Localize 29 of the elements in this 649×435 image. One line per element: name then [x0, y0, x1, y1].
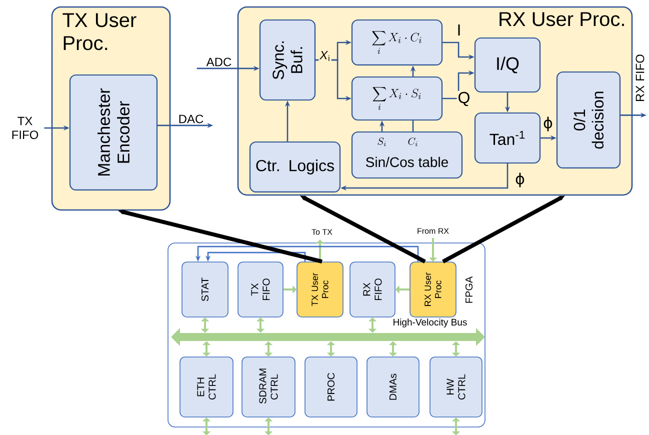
block-box: RX User Proc — [410, 262, 456, 318]
process-box: Manchester Encoder — [69, 74, 158, 191]
signal-label: TX FIFO — [12, 116, 38, 140]
block-box: RX FIFO — [350, 262, 396, 318]
block-box: PROC — [304, 356, 358, 418]
edge-label: ϕ — [514, 172, 526, 188]
sum-box: $\sum_{i} X_i \cdot S_i$ — [351, 76, 443, 121]
edge-label: To TX — [310, 228, 334, 236]
process-box: Tan$^{-1}$ — [474, 112, 541, 164]
process-box: 0/1 decision — [556, 71, 621, 169]
process-box: Sync. Buf. — [259, 19, 316, 101]
signal-label: ADC — [206, 58, 232, 66]
edge-label: X$_{i}$ — [318, 50, 332, 62]
process-box: I/Q — [474, 37, 541, 93]
block-box: HW CTRL — [430, 356, 482, 418]
node-label: High-Velocity Bus — [394, 318, 467, 328]
edge-label: ϕ — [542, 116, 554, 132]
sum-box: $\sum_{i} X_i \cdot C_i$ — [351, 19, 443, 66]
process-box: Ctr. Logics — [249, 141, 341, 193]
signal-label: DAC — [179, 114, 204, 124]
table-box: $S_i$ $C_i$ Sin/Cos table — [351, 131, 463, 179]
block-box: TX User Proc — [296, 262, 344, 318]
block-box: ETH CTRL — [180, 356, 234, 418]
signal-label: RX FIFO — [636, 54, 644, 101]
block-box: TX FIFO — [238, 262, 284, 318]
block-box: SDRAM CTRL — [242, 356, 296, 418]
block-box: STAT — [182, 262, 228, 318]
edge-label: From RX — [416, 227, 450, 235]
block-box: DMAs — [366, 356, 420, 418]
